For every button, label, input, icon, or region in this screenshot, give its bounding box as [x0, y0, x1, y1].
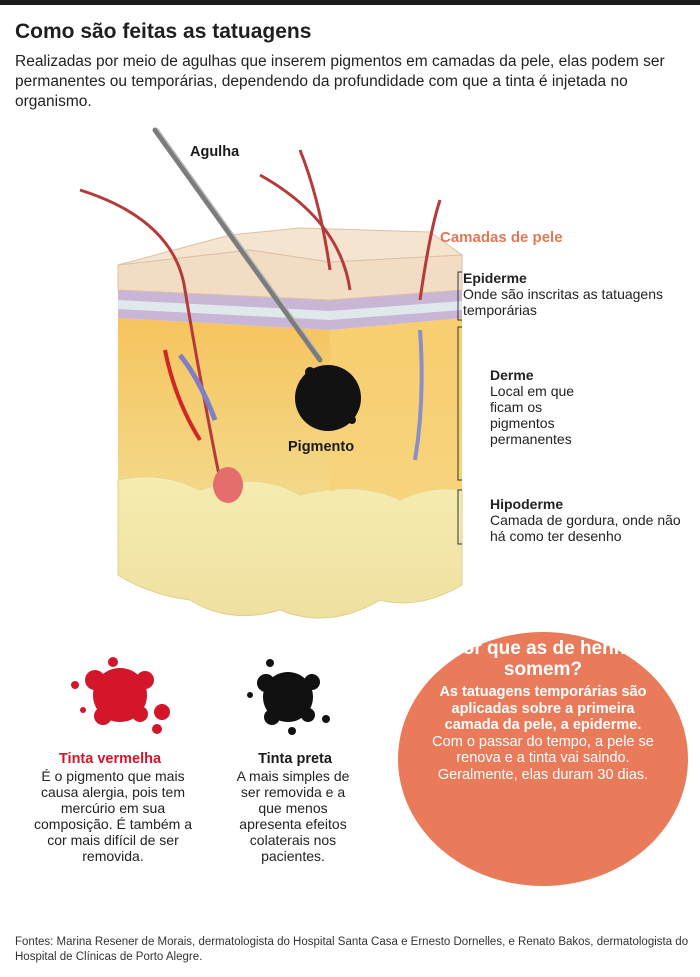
layers-title: Camadas de pele [440, 229, 563, 246]
top-rule [0, 0, 700, 5]
red-ink-splat [71, 657, 170, 734]
henna-answer-rest: Com o passar do tempo, a pele se renova … [432, 733, 654, 783]
layer-desc: Camada de gordura, onde não há como ter … [490, 512, 681, 544]
black-ink-splat [247, 659, 330, 735]
layer-name: Derme [490, 367, 534, 383]
skin-illustration [79, 127, 464, 619]
red-ink-desc: É o pigmento que mais causa alergia, poi… [34, 768, 192, 864]
black-ink-title: Tinta preta [258, 751, 332, 767]
layer-hipoderme: Hipoderme Camada de gordura, onde não há… [490, 496, 690, 544]
henna-circle: Por que as de henna somem? As tatuagens … [398, 632, 688, 886]
sources-footer: Fontes: Marina Resener de Morais, dermat… [15, 936, 689, 963]
layer-derme: Derme Local em que ficam os pigmentos pe… [490, 367, 602, 447]
page-title: Como são feitas as tatuagens [15, 20, 312, 43]
layer-desc: Local em que ficam os pigmentos permanen… [490, 383, 575, 447]
henna-answer-bold: As tatuagens temporárias são aplicadas s… [439, 684, 647, 733]
needle-label: Agulha [190, 144, 240, 160]
intro-text: Realizadas por meio de agulhas que inser… [15, 53, 665, 110]
pigment-blob [295, 365, 361, 431]
pigment-label: Pigmento [288, 439, 355, 455]
layer-desc: Onde são inscritas as tatuagens temporár… [463, 286, 664, 318]
black-ink-desc: A mais simples de ser removida e a que m… [236, 768, 350, 864]
layer-name: Epiderme [463, 270, 527, 286]
layer-epiderme: Epiderme Onde são inscritas as tatuagens… [463, 270, 663, 318]
red-ink-title: Tinta vermelha [58, 751, 162, 767]
hypoderm-layer [117, 476, 463, 619]
needle [152, 127, 323, 363]
henna-answer: As tatuagens temporárias são aplicadas s… [428, 684, 658, 783]
layer-name: Hipoderme [490, 496, 564, 512]
henna-question: Por que as de henna somem? [450, 638, 636, 680]
